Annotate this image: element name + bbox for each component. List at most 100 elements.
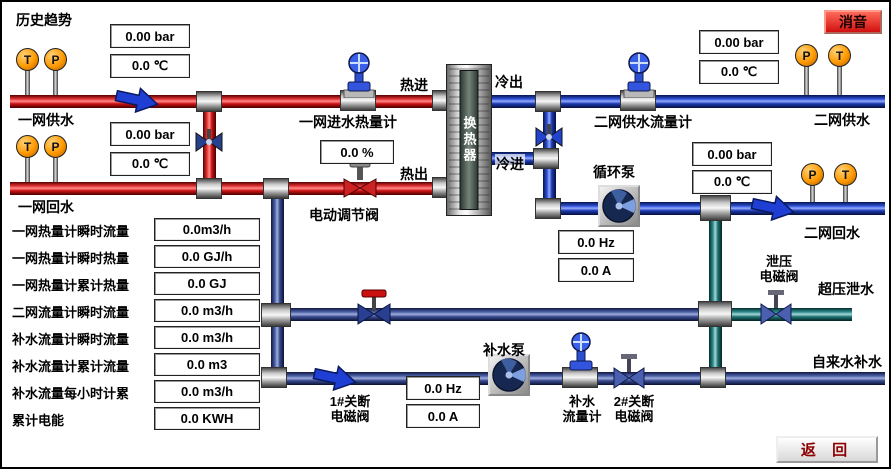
butterfly-valve-secondary-riser-icon[interactable] [534, 122, 564, 152]
butterfly-valve-primary-riser-icon[interactable] [194, 127, 224, 157]
panel-row-label: 一网热量计瞬时流量 [12, 224, 130, 239]
pipe-primary-return [10, 182, 454, 195]
pipe-fitting [261, 367, 287, 388]
pipe-label-tap-water-makeup: 自来水补水 [812, 354, 882, 370]
sensor-stem [53, 70, 58, 95]
temp-sensor-primary-return: T [16, 135, 39, 158]
pressure-display-secondary-return: 0.00 bar [692, 142, 772, 166]
shutoff-valve-1-icon[interactable] [310, 360, 361, 397]
heat-meter-icon [341, 52, 377, 99]
pipe-fitting [432, 90, 447, 111]
panel-row-label: 补水流量计累计流量 [12, 359, 130, 374]
heat-exchanger[interactable]: 换热器 [446, 64, 492, 216]
shutoff-valve-1-line2: 电磁阀 [330, 409, 370, 424]
manual-valve-icon[interactable] [356, 286, 392, 326]
relief-solenoid-valve-icon[interactable] [759, 288, 793, 326]
shutoff-valve-2-line2: 电磁阀 [614, 409, 654, 424]
heat-exchanger-label: 换热器 [459, 70, 479, 210]
panel-row-value: 0.0 GJ/h [154, 245, 260, 268]
port-label-hot-in: 热进 [400, 77, 428, 93]
pipe-primary-supply [10, 95, 454, 108]
pipe-relief-riser [709, 212, 722, 378]
pipe-fitting [535, 198, 561, 219]
temp-display-primary-supply: 0.0 ℃ [110, 54, 190, 78]
pipe-primary-riser [203, 95, 216, 195]
device-label-shutoff-valve-1: 1#关断 电磁阀 [318, 394, 382, 424]
circulation-pump-freq-display: 0.0 Hz [558, 230, 634, 254]
device-label-secondary-flow-meter: 二网供水流量计 [594, 114, 692, 130]
pipe-makeup-riser [271, 192, 284, 382]
pipe-secondary-supply [488, 95, 885, 108]
panel-row-value: 0.0 GJ [154, 272, 260, 295]
history-trend-button[interactable]: 历史趋势 [16, 12, 72, 28]
mute-button[interactable]: 消音 [824, 10, 882, 34]
sensor-stem [804, 66, 809, 95]
port-label-hot-out: 热出 [400, 166, 428, 182]
panel-row-value: 0.0 m3 [154, 353, 260, 376]
pipe-fitting [196, 178, 222, 199]
pipe-fitting [533, 148, 559, 169]
valve-opening-display: 0.0 % [320, 140, 394, 164]
pipe-label-secondary-return: 二网回水 [804, 225, 860, 241]
supply-valve-icon[interactable] [112, 82, 163, 119]
sensor-stem [837, 66, 842, 95]
shutoff-valve-2-line1: 2#关断 [613, 394, 655, 409]
relief-valve-line1: 泄压 [765, 254, 792, 269]
makeup-pump-icon[interactable] [488, 354, 530, 396]
pipe-label-primary-supply: 一网供水 [18, 112, 74, 128]
device-label-makeup-pump: 补水泵 [483, 342, 525, 358]
temp-display-secondary-return: 0.0 ℃ [692, 170, 772, 194]
makeup-pump-freq-display: 0.0 Hz [406, 376, 480, 400]
panel-row-label: 补水流量每小时计累 [12, 386, 130, 401]
device-label-electric-valve: 电动调节阀 [309, 207, 379, 223]
panel-row-value: 0.0 m3/h [154, 326, 260, 349]
flow-meter-icon [621, 52, 657, 99]
panel-row-label: 补水流量计瞬时流量 [12, 332, 130, 347]
makeup-pump-current-display: 0.0 A [406, 404, 480, 428]
pipe-fitting [698, 301, 732, 327]
panel-row-label: 累计电能 [12, 413, 65, 428]
port-label-cold-out: 冷出 [495, 74, 523, 90]
panel-row-value: 0.0m3/h [154, 218, 260, 241]
device-label-makeup-flow-meter: 补水 流量计 [554, 394, 610, 424]
port-label-cold-in: 冷进 [495, 154, 525, 174]
pressure-sensor-primary-supply: P [44, 48, 67, 71]
sensor-stem [25, 70, 30, 95]
shutoff-valve-1-line1: 1#关断 [329, 394, 371, 409]
device-label-relief-valve: 泄压 电磁阀 [748, 254, 810, 284]
shutoff-valve-2-icon[interactable] [612, 352, 646, 390]
pipe-label-secondary-supply: 二网供水 [814, 112, 870, 128]
sensor-stem [810, 185, 815, 202]
makeup-flow-meter-line2: 流量计 [562, 409, 602, 424]
pressure-sensor-primary-return: P [44, 135, 67, 158]
device-label-shutoff-valve-2: 2#关断 电磁阀 [602, 394, 666, 424]
pipe-label-primary-return: 一网回水 [18, 199, 74, 215]
return-valve-icon[interactable] [748, 190, 799, 227]
pipe-fitting [196, 91, 222, 112]
panel-row-value: 0.0 KWH [154, 407, 260, 430]
relief-valve-line2: 电磁阀 [759, 269, 799, 284]
temp-display-primary-return: 0.0 ℃ [110, 152, 190, 176]
back-button[interactable]: 返 回 [776, 436, 878, 463]
pipe-label-overpressure-drain: 超压泄水 [818, 281, 874, 297]
device-label-primary-heat-meter: 一网进水热量计 [299, 114, 397, 130]
sensor-stem [25, 157, 30, 182]
makeup-flow-meter-line1: 补水 [568, 394, 595, 409]
temp-display-secondary-supply: 0.0 ℃ [699, 60, 779, 84]
pressure-sensor-secondary-return: P [801, 163, 824, 186]
device-label-circulation-pump: 循环泵 [593, 164, 635, 180]
pressure-display-secondary-supply: 0.00 bar [699, 30, 779, 54]
pipe-fitting [700, 195, 731, 221]
temp-sensor-primary-supply: T [16, 48, 39, 71]
panel-row-label: 一网热量计瞬时热量 [12, 251, 130, 266]
pressure-display-primary-return: 0.00 bar [110, 122, 190, 146]
circulation-pump-icon[interactable] [598, 185, 640, 227]
circulation-pump-current-display: 0.0 A [558, 258, 634, 282]
pipe-fitting [535, 91, 561, 112]
pressure-sensor-secondary-supply: P [795, 44, 818, 67]
makeup-flow-meter-icon [563, 332, 599, 376]
pressure-display-primary-supply: 0.00 bar [110, 24, 190, 48]
panel-row-value: 0.0 m3/h [154, 380, 260, 403]
temp-sensor-secondary-supply: T [828, 44, 851, 67]
